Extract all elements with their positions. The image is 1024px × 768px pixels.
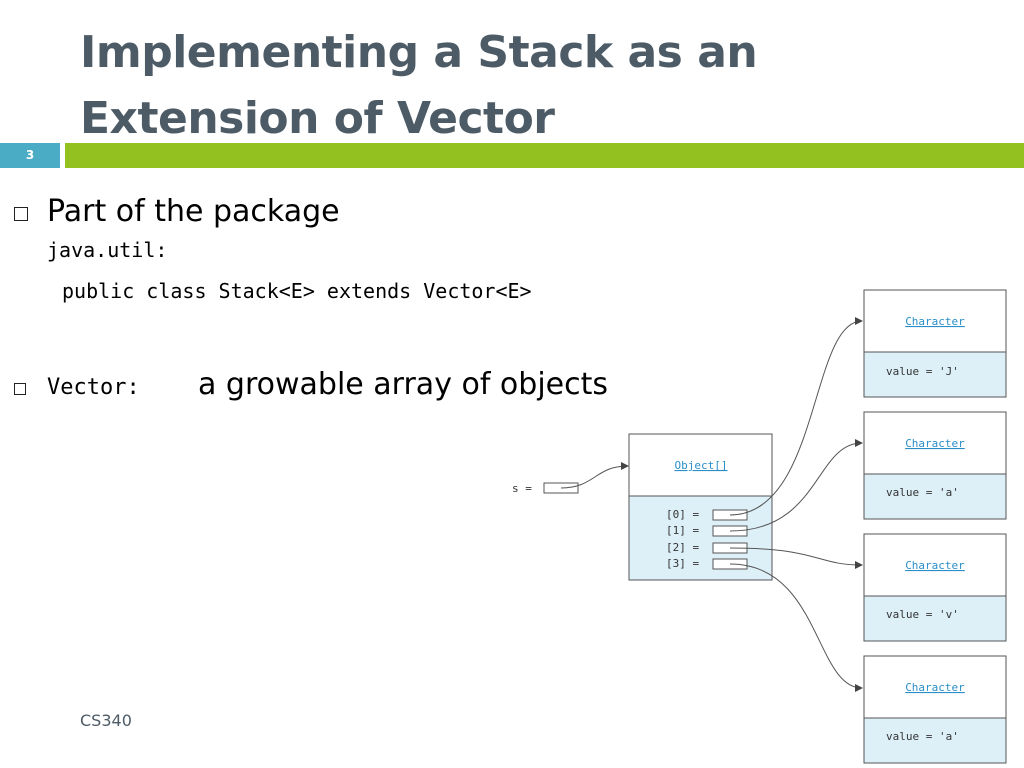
array-index-0: [0] = <box>666 508 699 521</box>
bullet-square-icon <box>14 207 28 221</box>
slide-number: 3 <box>0 143 60 168</box>
character-value-0: value = 'J' <box>886 365 959 378</box>
slot-1-arrow <box>729 439 863 532</box>
array-index-1: [1] = <box>666 524 699 537</box>
character-value-2: value = 'v' <box>886 608 959 621</box>
bullet-1-text: Part of the package <box>47 194 340 229</box>
stack-variable-label: s = <box>512 482 532 495</box>
character-label-1: Character <box>905 437 965 450</box>
character-box-1: Character value = 'a' <box>863 411 1007 520</box>
title-line-2: Extension of Vector <box>80 93 555 144</box>
character-value-3: value = 'a' <box>886 730 959 743</box>
array-index-3: [3] = <box>666 557 699 570</box>
array-type-label: Object[] <box>675 459 728 472</box>
bullet-2-text: a growable array of objects <box>198 367 609 402</box>
character-label-2: Character <box>905 559 965 572</box>
character-box-0: Character value = 'J' <box>863 289 1007 398</box>
slot-0-arrow <box>729 317 863 516</box>
array-index-2: [2] = <box>666 541 699 554</box>
bullet-square-icon <box>14 383 26 395</box>
slot-3-arrow <box>729 563 863 692</box>
footer-course-code: CS340 <box>80 711 132 730</box>
character-label-3: Character <box>905 681 965 694</box>
slide-title: Implementing a Stack as an Extension of … <box>80 20 980 152</box>
title-line-1: Implementing a Stack as an <box>80 27 758 78</box>
class-declaration: public class Stack<E> extends Vector<E> <box>62 279 532 303</box>
bullet-2-code: Vector: <box>47 375 140 400</box>
character-value-1: value = 'a' <box>886 486 959 499</box>
bullet-1-package: java.util: <box>47 238 168 262</box>
stack-to-array-arrow <box>560 462 629 489</box>
character-box-2: Character value = 'v' <box>863 533 1007 642</box>
character-label-0: Character <box>905 315 965 328</box>
accent-bar <box>65 143 1024 168</box>
slot-2-arrow <box>729 547 863 569</box>
character-box-3: Character value = 'a' <box>863 655 1007 764</box>
object-array-box: Object[] [0] = [1] = [2] = [3] = <box>628 433 773 581</box>
